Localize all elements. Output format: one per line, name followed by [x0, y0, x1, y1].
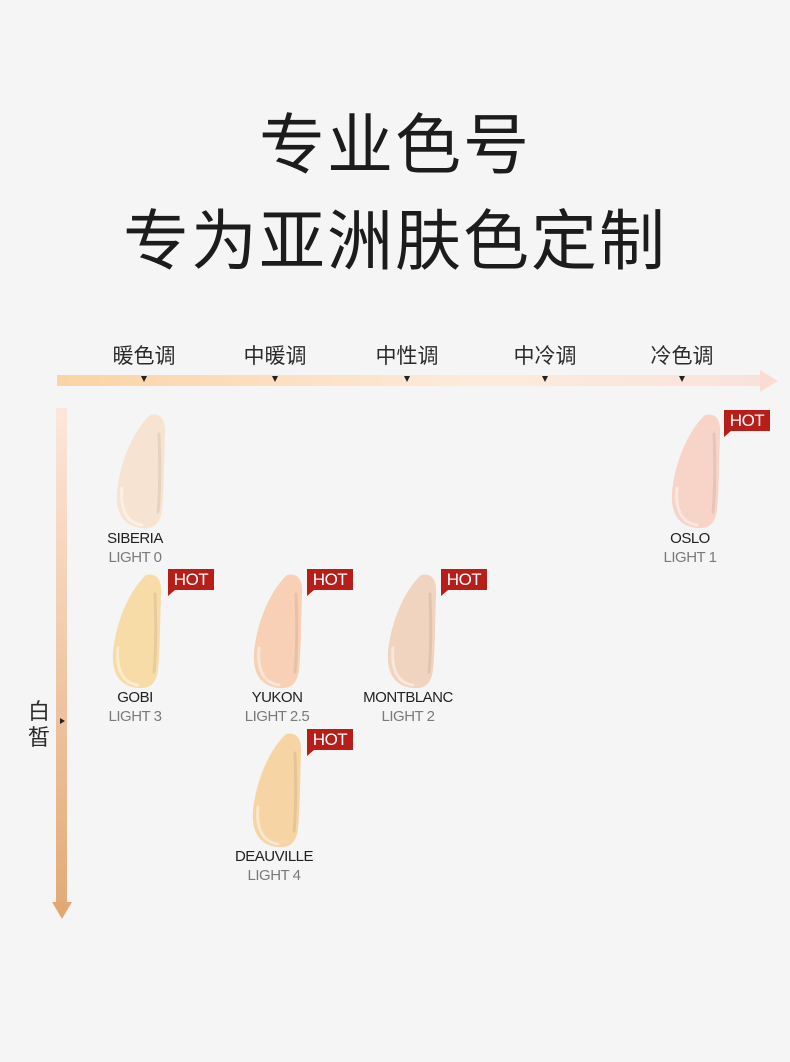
shade-name-oslo: OSLO	[670, 530, 710, 547]
shade-name-deauville: DEAUVILLE	[234, 848, 314, 865]
shade-swatch-montblanc	[383, 572, 447, 690]
hot-badge-montblanc: HOT	[441, 569, 487, 596]
shade-name-yukon: YUKON	[251, 689, 303, 706]
depth-axis-arrowhead	[52, 902, 72, 919]
shade-swatch-gobi	[108, 572, 172, 690]
headline-line-1: 专业色号	[259, 107, 531, 184]
shade-name-montblanc: MONTBLANC	[363, 689, 453, 706]
undertone-label-cool: 冷色调	[650, 344, 714, 368]
shade-code-oslo: LIGHT 1	[663, 549, 717, 566]
shade-code-deauville: LIGHT 4	[247, 867, 301, 884]
shade-swatch-deauville	[248, 731, 312, 849]
depth-axis-marker	[60, 718, 65, 724]
shade-code-gobi: LIGHT 3	[108, 708, 162, 725]
shade-name-siberia: SIBERIA	[107, 530, 163, 547]
undertone-axis-arrowhead	[760, 370, 778, 392]
shade-swatch-yukon	[249, 572, 313, 690]
hot-badge-oslo: HOT	[724, 410, 770, 437]
undertone-label-warm: 暖色调	[112, 344, 176, 368]
shade-code-yukon: LIGHT 2.5	[244, 708, 310, 725]
shade-swatch-siberia	[112, 412, 176, 530]
undertone-label-neutral: 中性调	[375, 344, 439, 368]
hot-badge-yukon: HOT	[307, 569, 353, 596]
hot-badge-gobi: HOT	[168, 569, 214, 596]
shade-name-gobi: GOBI	[117, 689, 153, 706]
depth-axis	[56, 408, 67, 906]
shade-code-siberia: LIGHT 0	[108, 549, 162, 566]
undertone-label-neutral-cool: 中冷调	[513, 344, 577, 368]
undertone-marker-neutral	[404, 376, 410, 382]
shade-swatch-oslo	[667, 412, 731, 530]
undertone-marker-neutral-cool	[542, 376, 548, 382]
undertone-marker-cool	[679, 376, 685, 382]
undertone-marker-neutral-warm	[272, 376, 278, 382]
hot-badge-deauville: HOT	[307, 729, 353, 756]
depth-axis-label: 白皙	[27, 700, 50, 751]
undertone-marker-warm	[141, 376, 147, 382]
headline-line-2: 专为亚洲肤色定制	[123, 203, 667, 280]
shade-code-montblanc: LIGHT 2	[381, 708, 435, 725]
undertone-label-neutral-warm: 中暖调	[243, 344, 307, 368]
